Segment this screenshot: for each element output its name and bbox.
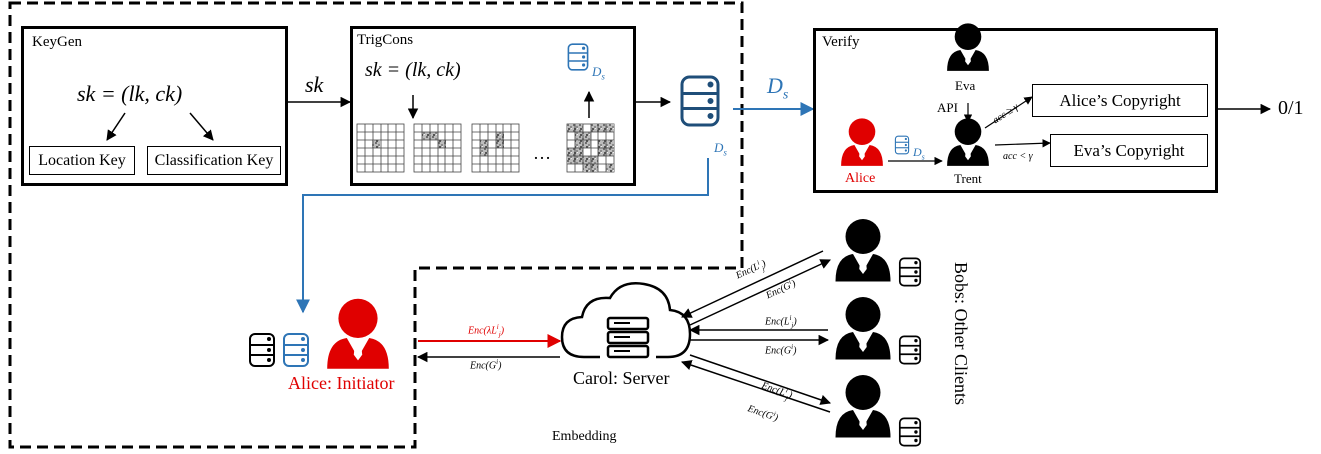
alice-copyright-box: Alice’s Copyright [1032, 84, 1208, 117]
carol-server-label: Carol: Server [573, 368, 670, 388]
acc-lt-label: acc < γ [1003, 151, 1033, 162]
server-to-bob3-arrow [689, 354, 831, 405]
verify-box [813, 28, 1218, 193]
bob2-person-icon [835, 297, 891, 360]
alice-blue-db-icon [283, 333, 309, 367]
ds-main-label: Ds [714, 140, 727, 158]
ds-arrow-label: Ds [767, 73, 789, 103]
alice-to-server-label: Enc(λLij) [468, 323, 505, 339]
bob2-db-icon [898, 335, 922, 365]
verify-output-label: 0/1 [1278, 97, 1304, 119]
trent-label: Trent [954, 171, 982, 186]
ds-to-alice-arrow [296, 158, 709, 314]
bob3-to-server-arrow [681, 360, 831, 413]
trent-to-eva-copyright-arrow [994, 139, 1051, 148]
trigcons-ellipsis: … [533, 143, 551, 163]
trigcons-formula: sk = (lk, ck) [365, 59, 461, 81]
classification-key-box: Classification Key [147, 146, 281, 175]
keygen-arrow-left [106, 112, 126, 141]
eva-label: Eva [955, 78, 976, 93]
verify-title: Verify [822, 34, 860, 50]
bob3-to-server-label: Enc(Lij) [758, 378, 795, 404]
bob3-db-icon [898, 417, 922, 447]
bob1-to-server-label: Enc(Lij) [733, 256, 770, 285]
bob1-to-server-arrow [681, 250, 824, 318]
location-key-box: Location Key [29, 146, 135, 175]
eva-copyright-box: Eva’s Copyright [1050, 134, 1208, 167]
server-to-alice-label: Enc(Gi) [470, 358, 502, 372]
cloud-server-icon [560, 282, 692, 359]
alice-verify-label: Alice [845, 171, 876, 186]
embedding-label: Embedding [552, 429, 617, 444]
dashed-region-border [8, 1, 744, 449]
alice-initiator-person-icon [327, 298, 389, 369]
bob2-to-server-label: Enc(Lij) [765, 314, 797, 330]
server-to-bob1-arrow [689, 259, 831, 326]
bobs-label: Bobs: Other Clients [951, 262, 971, 405]
bob1-db-icon [898, 257, 922, 287]
verify-ds-label: Ds [913, 145, 925, 162]
server-to-bob2-label: Enc(Gi) [765, 343, 797, 357]
server-to-bob1-label: Enc(Gi) [763, 276, 798, 302]
ds-db-icon [680, 75, 720, 127]
keygen-formula: sk = (lk, ck) [77, 81, 183, 106]
trent-to-alice-copyright-arrow [984, 96, 1033, 129]
bob1-person-icon [835, 219, 891, 282]
alice-initiator-label: Alice: Initiator [288, 373, 395, 393]
keygen-arrow-right [189, 112, 214, 141]
keygen-box [21, 26, 288, 186]
keygen-title: KeyGen [32, 34, 82, 50]
sk-arrow-label: sk [305, 72, 324, 97]
alice-black-db-icon [249, 333, 275, 367]
server-to-bob3-label: Enc(Gi) [745, 401, 780, 424]
trigcons-box [350, 26, 636, 186]
trigcons-ds-label: Ds [592, 64, 605, 82]
bob3-person-icon [835, 375, 891, 438]
trigcons-title: TrigCons [357, 32, 414, 48]
trigger-grids [356, 123, 615, 173]
api-label: API [937, 100, 958, 115]
